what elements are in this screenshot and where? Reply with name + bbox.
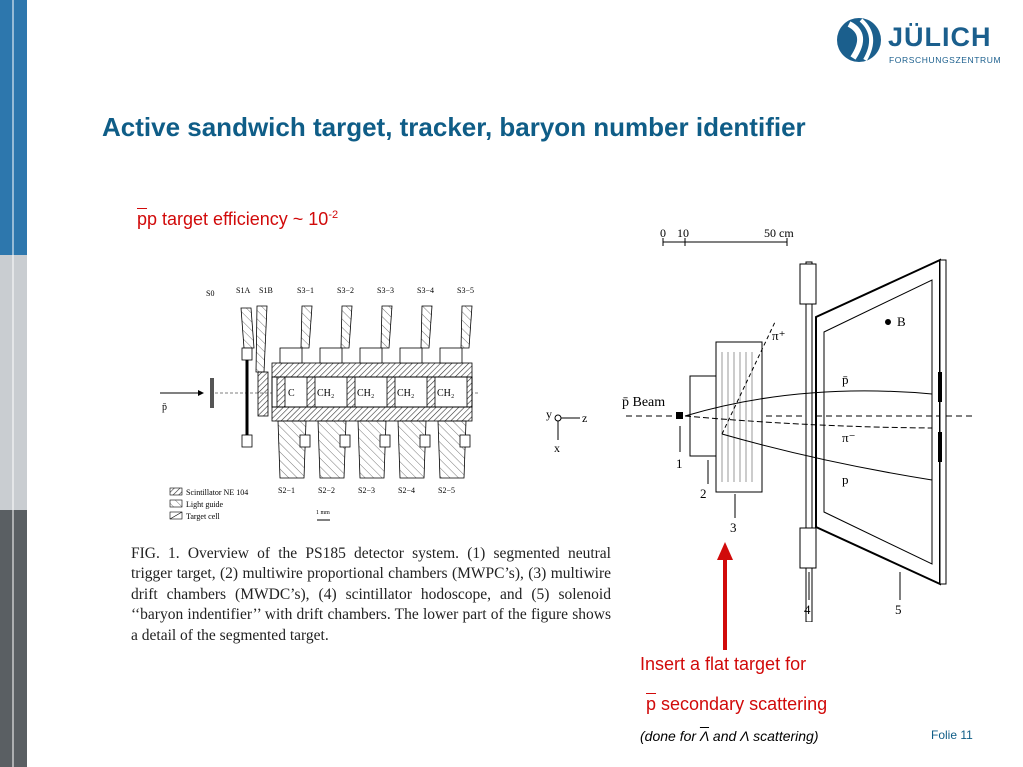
number-2: 2 [700,486,707,501]
cell-ch2-3: CH₂ [397,388,414,399]
label-s3-3: S3−3 [377,286,394,295]
scale-fifty: 50 cm [764,226,794,240]
proton-label: p [842,472,849,487]
insert-line-2-text: secondary scattering [656,694,828,714]
number-3: 3 [730,520,737,535]
efficiency-text: p target efficiency ~ 10 [147,209,329,229]
b-field-label: B [897,314,906,329]
ps185-detector-overview-diagram: 0 10 50 cm y z x p̄ Beam π⁺ p̄ π⁻ p B 1 … [546,226,976,622]
slide-number: Folie 11 [931,728,973,742]
label-s2-2: S2−2 [318,486,335,495]
pi-plus-label: π⁺ [772,328,785,343]
lambda-bar: Λ [699,728,710,744]
scale-ten: 10 [677,226,689,240]
cell-ch2-2: CH₂ [357,388,374,399]
label-s2-1: S2−1 [278,486,295,495]
label-s2-5: S2−5 [438,486,455,495]
label-s3-1: S3−1 [297,286,314,295]
scale-zero: 0 [660,226,666,240]
label-s1b: S1B [259,286,273,295]
figure-caption: FIG. 1. Overview of the PS185 detector s… [131,545,611,644]
cell-c: C [288,388,295,399]
legend-scintillator: Scintillator NE 104 [186,488,248,497]
legend-target-cell: Target cell [186,512,220,521]
page-title: Active sandwich target, tracker, baryon … [102,112,806,142]
number-5: 5 [895,602,902,617]
label-s3-2: S3−2 [337,286,354,295]
ps185-target-detail-diagram: S0 S1A S1B S3−1 S3−2 S3−3 S3−4 S3−5 p̄ C… [160,286,480,521]
axis-y: y [546,407,552,421]
sidebar-stripe [0,0,27,767]
cell-ch2-1: CH₂ [317,388,334,399]
scale-label: 1 mm [316,510,330,516]
efficiency-note: pp target efficiency ~ 10-2 [137,209,338,230]
pbar-symbol: p [137,209,148,229]
julich-logo-icon [837,18,881,62]
label-s3-4: S3−4 [417,286,434,295]
logo-subtitle: FORSCHUNGSZENTRUM [889,55,1002,65]
label-s0: S0 [206,289,214,298]
label-s2-4: S2−4 [398,486,415,495]
logo-name: JÜLICH [888,22,992,52]
left-beam-label: p̄ [162,402,167,413]
label-s3-5: S3−5 [457,286,474,295]
beam-label: p̄ Beam [622,395,665,410]
number-1: 1 [676,456,683,471]
cell-ch2-4: CH₂ [437,388,454,399]
insert-pbar: p [646,694,657,714]
insert-line-2: p secondary scattering [646,694,827,715]
insert-note-a: (done for [640,728,700,744]
pbar-label: p̄ [842,372,849,387]
label-s1a: S1A [236,286,250,295]
insert-note-b: and Λ scattering) [709,728,819,744]
label-s2-3: S2−3 [358,486,375,495]
legend-light-guide: Light guide [186,500,224,509]
insert-line-1: Insert a flat target for [640,654,807,674]
number-4: 4 [804,602,811,617]
red-arrow-icon [717,542,733,650]
axis-x: x [554,441,560,455]
pi-minus-label: π⁻ [842,430,855,445]
axis-z: z [582,411,587,425]
efficiency-exponent: -2 [328,209,339,221]
insert-note: (done for Λ and Λ scattering) [640,728,819,744]
